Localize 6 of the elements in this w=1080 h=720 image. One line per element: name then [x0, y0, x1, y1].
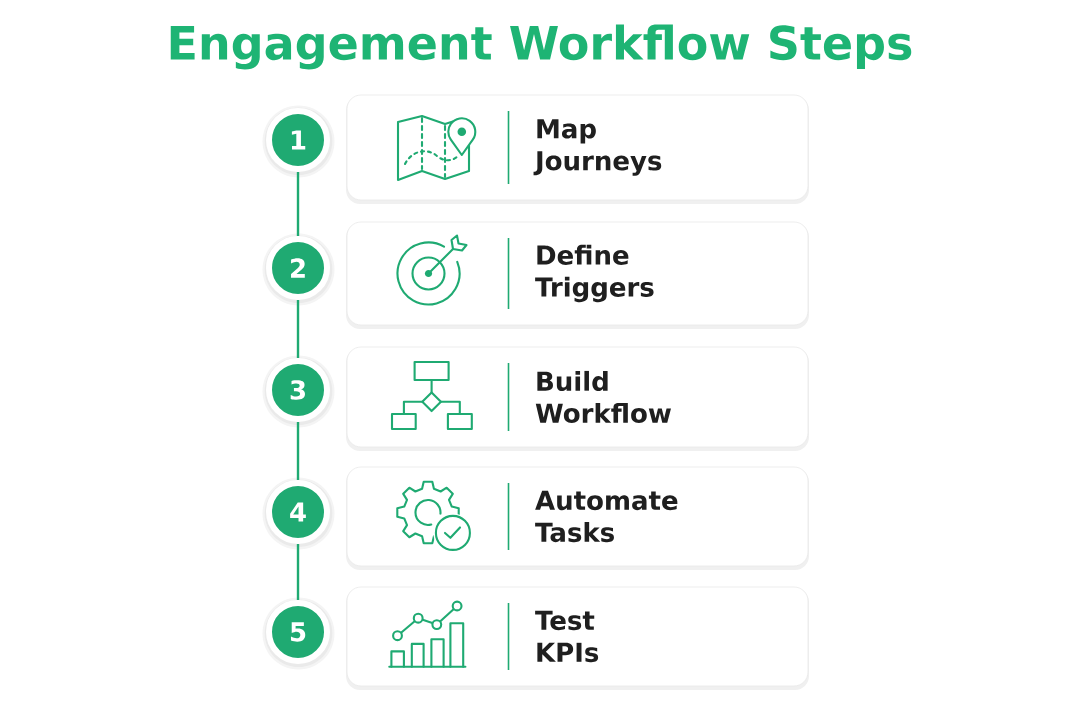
- step-card: Map Journeys: [346, 94, 809, 204]
- title: Engagement Workflow Steps: [170, 24, 912, 70]
- step-card: Automate Tasks: [346, 466, 809, 570]
- step-card: Define Triggers: [346, 221, 809, 329]
- step-card: Test KPIs: [346, 586, 809, 690]
- step-card: Build Workflow: [346, 346, 809, 451]
